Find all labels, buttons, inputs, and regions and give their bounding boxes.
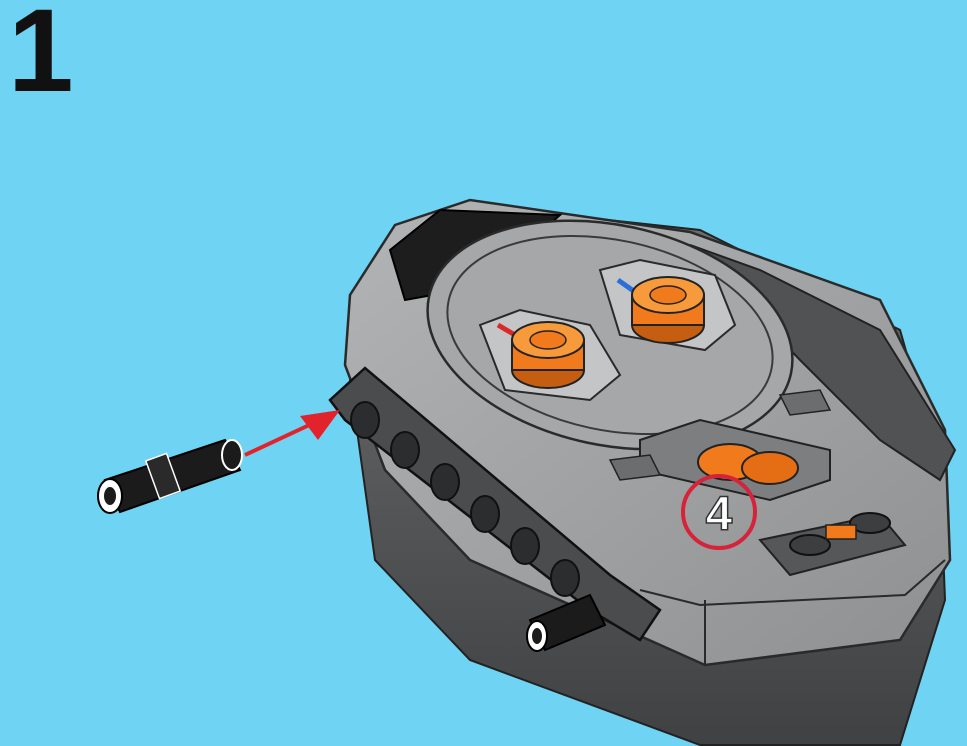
callout-label: 4 bbox=[706, 488, 733, 541]
arrow-right-icon bbox=[245, 410, 340, 455]
technic-pin-icon bbox=[98, 440, 242, 513]
